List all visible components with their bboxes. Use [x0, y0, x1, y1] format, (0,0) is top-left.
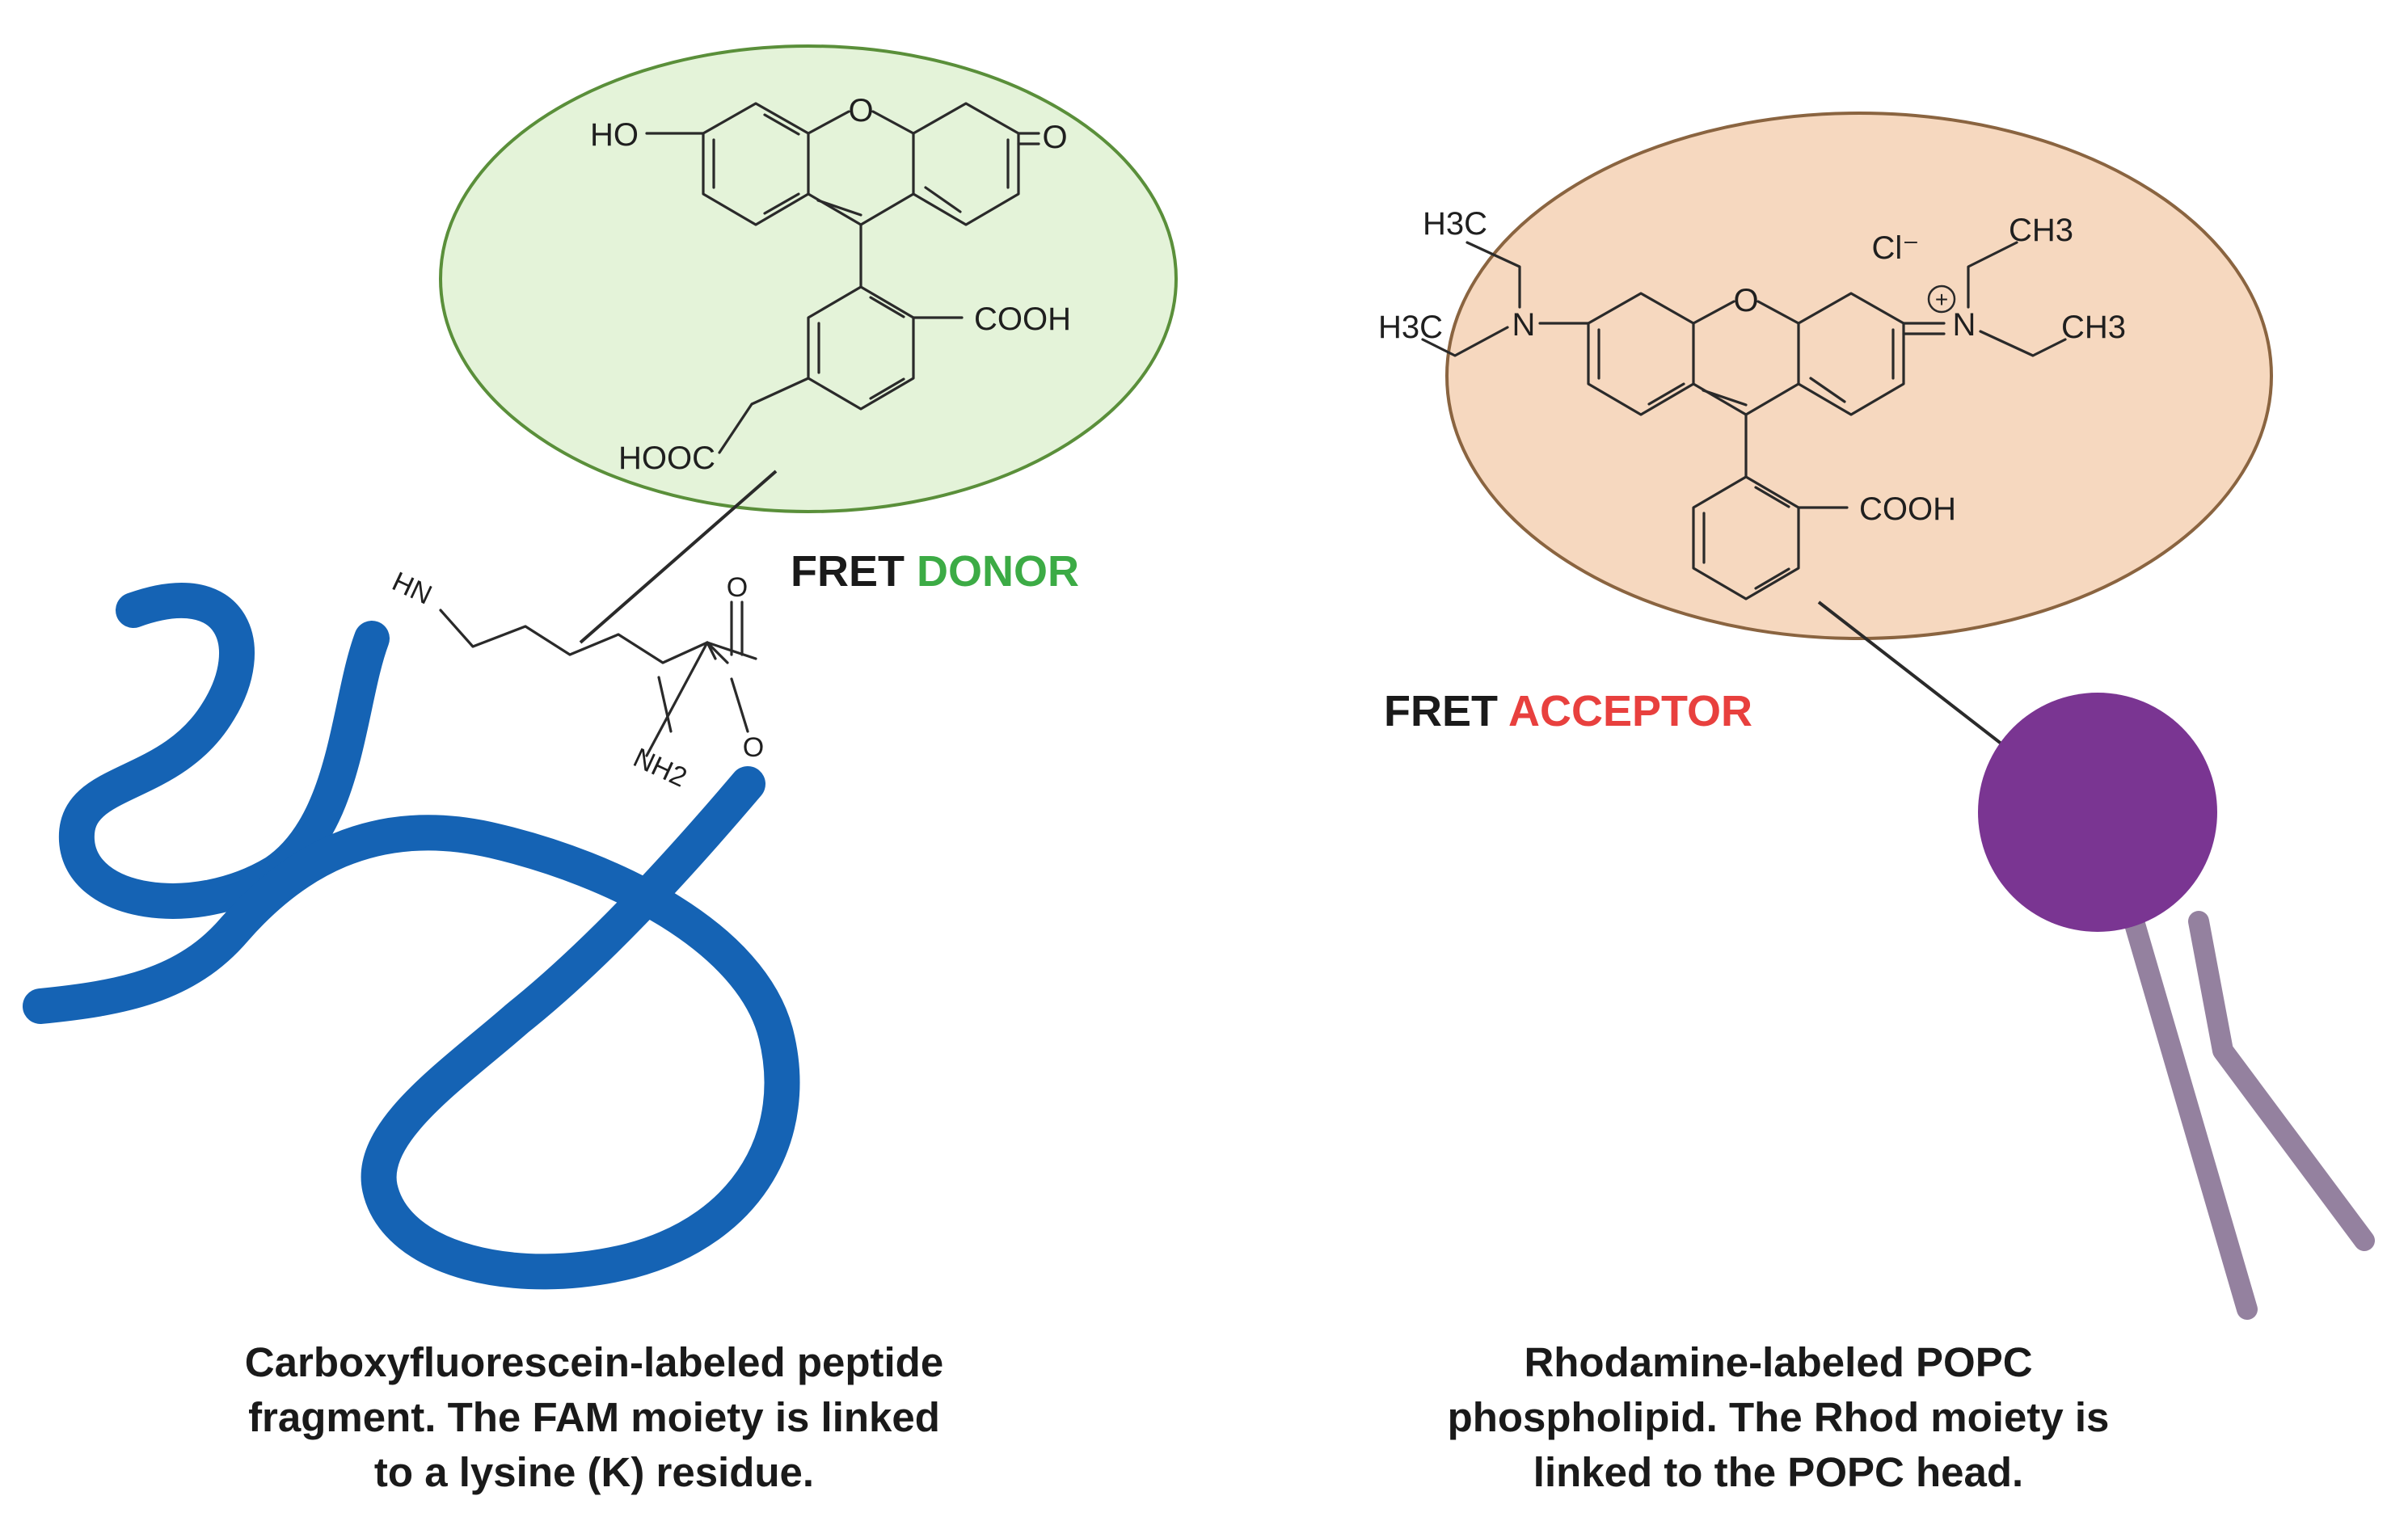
ch3-right-label: CH3 — [2061, 310, 2126, 345]
lipid-caption: Rhodamine-labeled POPC phospholipid. The… — [1354, 1335, 2203, 1500]
h3c-left-label: H3C — [1378, 310, 1443, 345]
n-right-label: N — [1953, 307, 1976, 343]
plus-label: + — [1935, 287, 1948, 312]
fret-word: FRET — [1384, 687, 1498, 735]
hooc-label: HOOC — [618, 440, 715, 476]
fret-acceptor-label: FRET ACCEPTOR — [1384, 687, 1752, 735]
fret-word: FRET — [791, 547, 905, 596]
rhodamine-structure: H3C H3C CH3 CH3 N N + O Cl⁻ COOH — [1378, 206, 2126, 600]
cooh-label: COOH — [974, 301, 1071, 337]
ho-label: HO — [590, 117, 639, 153]
lipid-caption-line: linked to the POPC head. — [1533, 1449, 2024, 1495]
hn-label: HN — [387, 566, 436, 610]
h3c-top-label: H3C — [1423, 206, 1487, 242]
peptide-ribbon — [23, 583, 800, 1290]
carboxyfluorescein-structure: HO O O COOH HOOC — [590, 93, 1071, 476]
donor-connector-line — [579, 470, 778, 644]
acceptor-role-word: ACCEPTOR — [1508, 687, 1752, 735]
acceptor-ellipse — [1445, 112, 2273, 640]
ring-oxygen-label: O — [848, 93, 873, 129]
peptide-caption-line: fragment. The FAM moiety is linked — [248, 1394, 940, 1440]
fret-donor-label: FRET DONOR — [791, 547, 1079, 596]
donor-ellipse — [439, 44, 1178, 513]
carbonyl-oxygen-label: O — [727, 572, 748, 603]
peptide-caption: Carboxyfluorescein-labeled peptide fragm… — [170, 1335, 1018, 1500]
lipid-head — [1978, 693, 2217, 932]
donor-role-word: DONOR — [917, 547, 1079, 596]
n-left-label: N — [1512, 307, 1536, 343]
positive-charge-icon — [1927, 284, 1956, 314]
chloride-label: Cl⁻ — [1872, 230, 1920, 266]
lysine-residue: HN NH2 O O — [387, 566, 764, 793]
keto-oxygen-label: O — [1042, 120, 1067, 155]
hydroxyl-oxygen-label: O — [743, 732, 764, 763]
lipid-caption-line: phospholipid. The Rhod moiety is — [1447, 1394, 2110, 1440]
lipid-tails — [2123, 911, 2375, 1320]
lipid-caption-line: Rhodamine-labeled POPC — [1524, 1339, 2033, 1385]
peptide-caption-line: Carboxyfluorescein-labeled peptide — [244, 1339, 944, 1385]
ch3-top-label: CH3 — [2009, 213, 2073, 248]
acceptor-connector-line — [1817, 600, 2018, 757]
nh2-label: NH2 — [629, 742, 692, 793]
peptide-caption-line: to a lysine (K) residue. — [373, 1449, 815, 1495]
ring-oxygen-label-acceptor: O — [1733, 283, 1758, 318]
cooh-label-acceptor: COOH — [1859, 491, 1956, 527]
